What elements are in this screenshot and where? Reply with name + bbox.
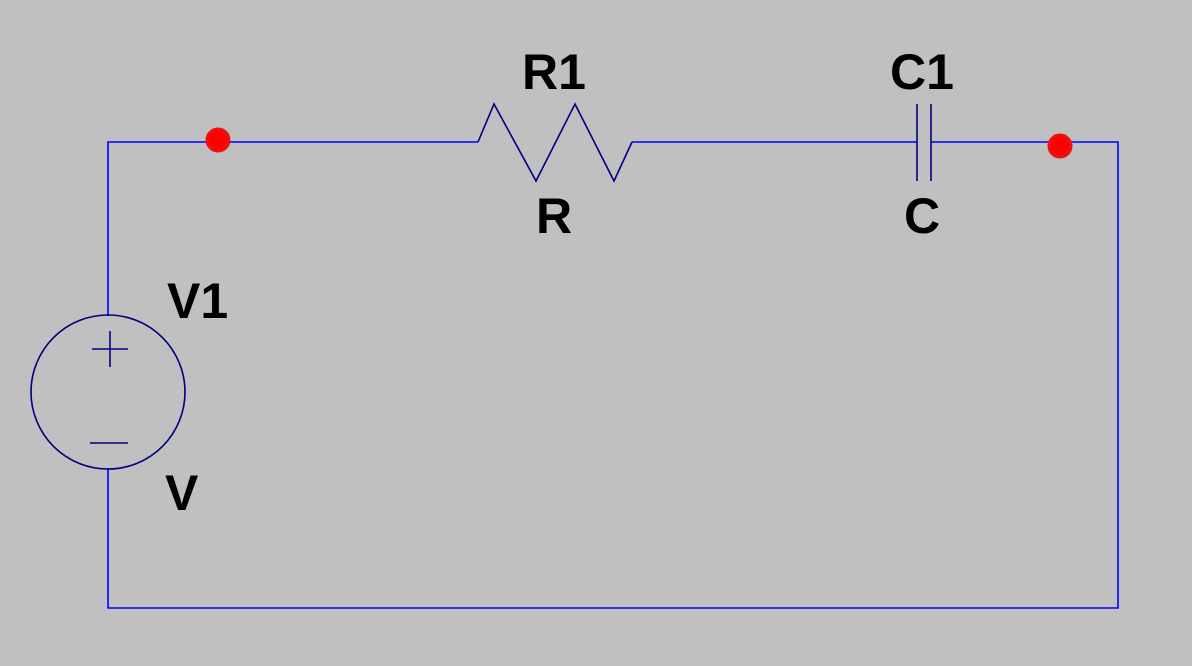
voltage-source-v1[interactable]: V1 V [30,273,228,521]
source-name-label: V1 [167,273,228,329]
wire-right-side [107,141,1119,609]
source-value-label: V [165,465,199,521]
probe-marker-left[interactable] [205,127,231,153]
probe-markers [205,127,1073,159]
probe-marker-right[interactable] [1047,133,1073,159]
wires [107,141,1119,609]
resistor-zigzag [477,102,633,183]
resistor-r1[interactable]: R1 R [477,44,633,244]
capacitor-value-label: C [904,188,940,244]
resistor-value-label: R [536,188,572,244]
wire-left-top [107,141,478,316]
resistor-name-label: R1 [522,44,586,100]
capacitor-c1[interactable]: C1 C [890,44,954,244]
capacitor-name-label: C1 [890,44,954,100]
source-circle [30,314,186,470]
